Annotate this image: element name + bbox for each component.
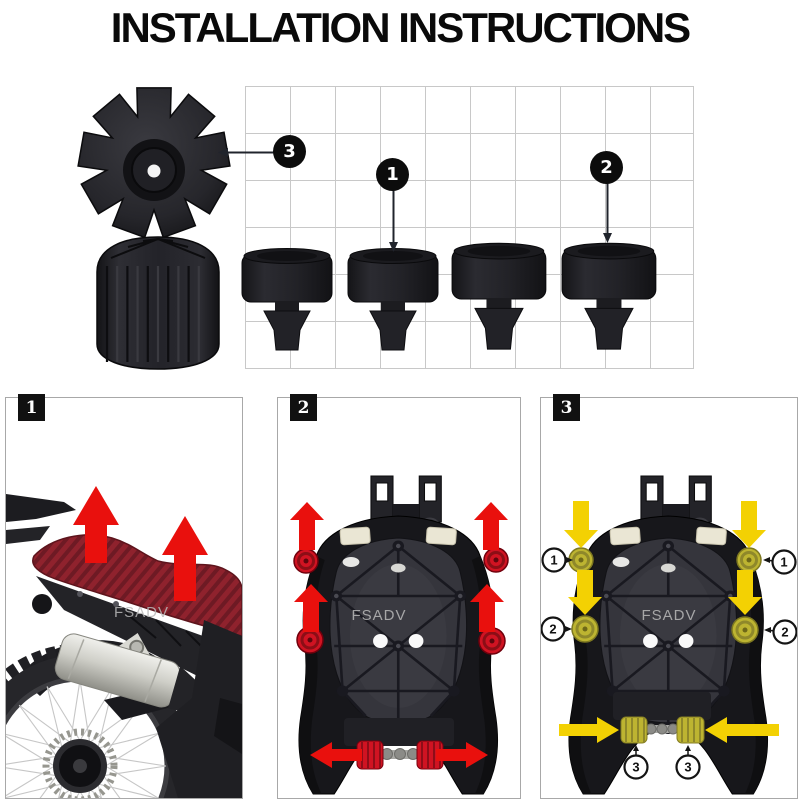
rod-bracket — [613, 692, 711, 720]
install-arrows — [559, 501, 779, 743]
callout-3-arrow — [218, 148, 274, 157]
new-yellow-grommets — [568, 547, 762, 644]
step-panel-3: 3 FSADV — [540, 394, 798, 799]
gear-center-hole — [147, 164, 161, 178]
svg-text:2: 2 — [549, 622, 556, 637]
seat-underside-yellow: FSADV — [541, 474, 797, 796]
callout-2-number: 2 — [600, 157, 613, 178]
step-panel-1: 1 — [5, 394, 243, 799]
svg-text:3: 3 — [632, 760, 639, 775]
seat-underside-red: FSADV — [290, 474, 509, 796]
step-3-number: 3 — [553, 394, 580, 421]
new-yellow-rollers — [620, 716, 705, 744]
remove-arrows — [290, 502, 508, 768]
cap-ribs — [105, 266, 200, 362]
rod-bracket — [344, 718, 454, 746]
cap-dome-ridges — [110, 238, 206, 259]
pan-watermark: FSADV — [641, 607, 696, 624]
svg-text:3: 3 — [684, 760, 691, 775]
callout-1-arrow — [389, 190, 398, 252]
seat-watermark: FSADV — [114, 604, 169, 621]
pan-watermark: FSADV — [351, 607, 406, 624]
svg-text:1: 1 — [780, 555, 787, 570]
motorcycle-illustration: FSADV — [6, 486, 242, 798]
old-red-grommets — [293, 547, 509, 655]
page-title: INSTALLATION INSTRUCTIONS — [110, 4, 691, 51]
part-damper-plug-a — [241, 248, 333, 351]
step-1-number: 1 — [18, 394, 45, 421]
lift-arrows — [73, 486, 208, 601]
svg-text:1: 1 — [550, 553, 557, 568]
callout-badge-2: 2 — [590, 151, 623, 184]
part-1-damper-plug — [347, 248, 439, 351]
rear-rack — [6, 494, 76, 522]
position-callouts: 1 1 2 2 3 3 — [541, 547, 797, 780]
part-damper-plug-b — [451, 242, 547, 350]
callout-2-arrow — [603, 183, 612, 243]
part-2-damper-plug — [561, 242, 657, 350]
parts-diagram: 3 1 2 — [0, 70, 800, 388]
part-3-ribbed-cap-side-view — [96, 236, 220, 370]
part-3-gear-damper-top-view — [77, 87, 231, 239]
frame-knob — [32, 594, 52, 614]
body-panel — [156, 620, 242, 798]
svg-text:2: 2 — [781, 625, 788, 640]
callout-badge-3: 3 — [273, 135, 306, 168]
callout-1-number: 1 — [386, 164, 399, 185]
callout-badge-1: 1 — [376, 158, 409, 191]
step-panel-2: 2 FSADV — [277, 394, 521, 799]
callout-3-number: 3 — [283, 141, 296, 162]
step-2-number: 2 — [290, 394, 317, 421]
